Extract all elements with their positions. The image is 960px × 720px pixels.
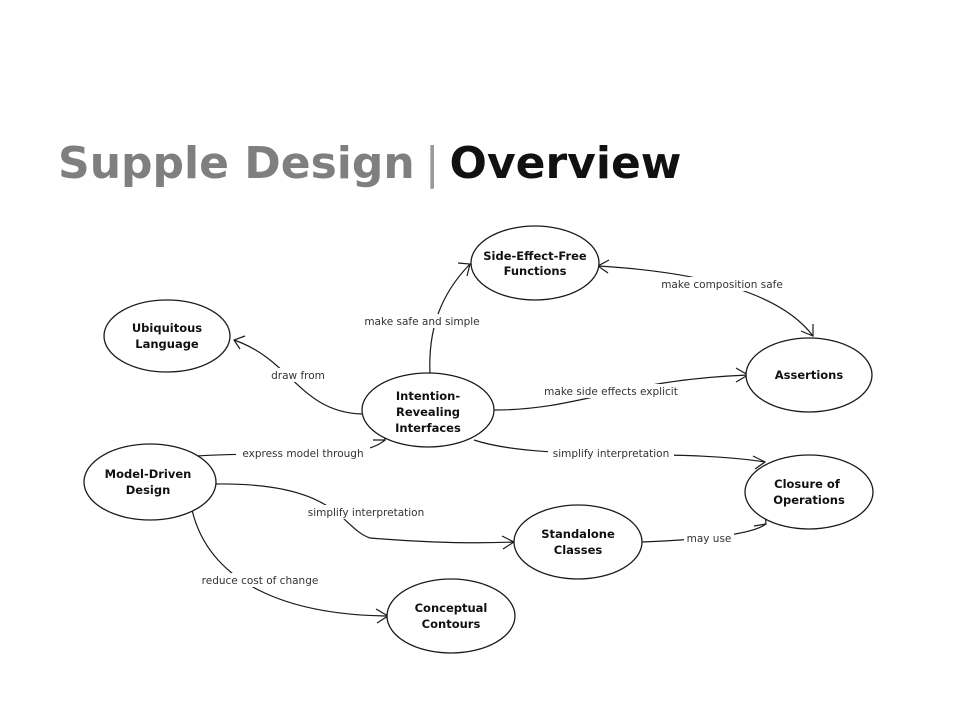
svg-text:Model-Driven: Model-Driven <box>105 467 192 481</box>
edge-label-make-composition-safe: make composition safe <box>654 277 792 291</box>
svg-text:simplify interpretation: simplify interpretation <box>308 507 425 519</box>
svg-text:make composition safe: make composition safe <box>661 279 783 291</box>
svg-text:Language: Language <box>135 337 199 351</box>
node-intention-revealing-interfaces: Intention- Revealing Interfaces <box>361 372 495 448</box>
slide-title-separator: | <box>424 138 440 189</box>
node-ubiquitous-language: Ubiquitous Language <box>103 299 231 373</box>
svg-text:Closure of: Closure of <box>774 477 841 491</box>
svg-text:Standalone: Standalone <box>541 527 615 541</box>
node-closure-of-operations: Closure of Operations <box>744 454 874 530</box>
svg-text:make safe and simple: make safe and simple <box>364 316 479 328</box>
svg-text:Intention-: Intention- <box>396 389 460 403</box>
svg-text:Design: Design <box>126 483 171 497</box>
edge-label-draw-from: draw from <box>266 368 330 382</box>
svg-text:Revealing: Revealing <box>396 405 460 419</box>
edge-label-make-safe-and-simple: make safe and simple <box>357 314 488 328</box>
svg-text:Ubiquitous: Ubiquitous <box>132 321 202 335</box>
edge-make-composition-safe <box>596 259 814 337</box>
edge-label-express-model-through: express model through <box>236 446 370 460</box>
node-standalone-classes: Standalone Classes <box>513 504 643 580</box>
edge-label-simplify-interpretation-closure: simplify interpretation <box>548 446 674 460</box>
edge-label-simplify-interpretation-standalone: simplify interpretation <box>302 505 430 519</box>
svg-text:Contours: Contours <box>422 617 481 631</box>
svg-text:Side-Effect-Free: Side-Effect-Free <box>483 249 587 263</box>
svg-text:Operations: Operations <box>773 493 845 507</box>
node-conceptual-contours: Conceptual Contours <box>386 578 516 654</box>
svg-text:Classes: Classes <box>554 543 603 557</box>
svg-text:Assertions: Assertions <box>775 368 844 382</box>
svg-text:express model through: express model through <box>242 448 363 460</box>
node-assertions: Assertions <box>745 337 873 413</box>
edge-label-reduce-cost-of-change: reduce cost of change <box>192 573 328 587</box>
node-model-driven-design: Model-Driven Design <box>83 443 217 521</box>
edge-draw-from <box>233 335 363 415</box>
svg-text:draw from: draw from <box>271 370 325 382</box>
slide-title-main: Supple Design <box>58 138 415 189</box>
edge-label-may-use: may use <box>684 531 734 545</box>
svg-text:Interfaces: Interfaces <box>395 421 461 435</box>
svg-text:Conceptual: Conceptual <box>415 601 488 615</box>
edge-reduce-cost-of-change <box>191 509 390 624</box>
svg-text:make side effects explicit: make side effects explicit <box>544 386 678 398</box>
svg-text:simplify interpretation: simplify interpretation <box>553 448 670 460</box>
node-side-effect-free-functions: Side-Effect-Free Functions <box>470 225 600 301</box>
svg-text:Functions: Functions <box>504 264 567 278</box>
slide-title: Supple Design|Overview <box>58 138 681 189</box>
svg-text:may use: may use <box>687 533 732 545</box>
edge-label-make-side-effects-explicit: make side effects explicit <box>536 384 688 398</box>
slide-title-sub: Overview <box>449 138 682 189</box>
svg-text:reduce cost of change: reduce cost of change <box>202 575 319 587</box>
